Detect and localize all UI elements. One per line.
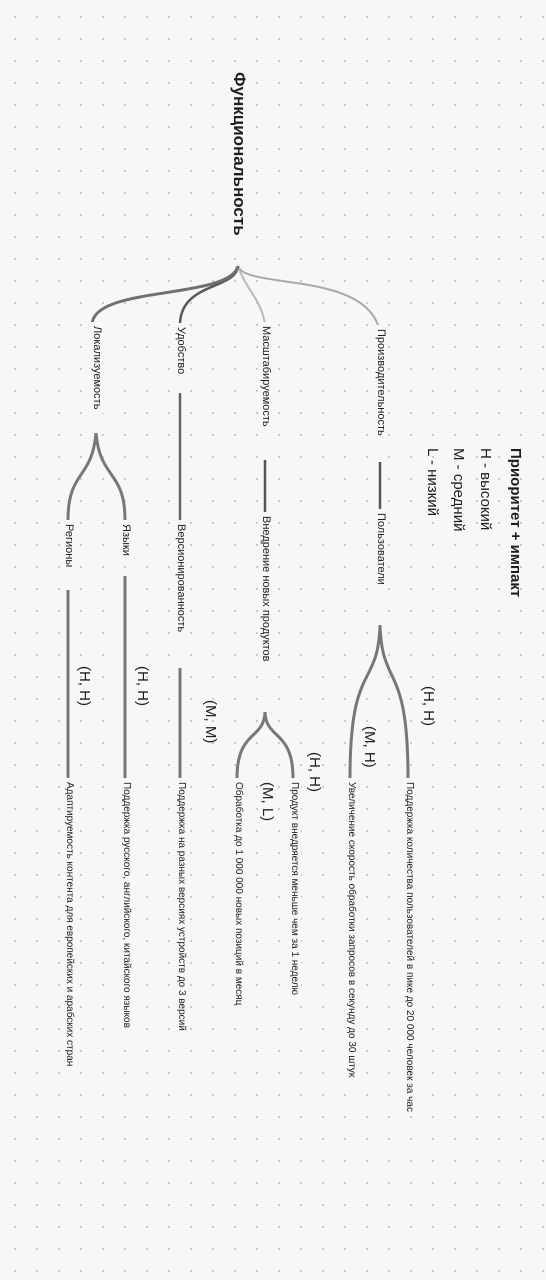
node-regions: Регионы bbox=[61, 520, 76, 572]
priority-users-leaf2: (M, H) bbox=[361, 726, 378, 768]
node-users: Пользователи bbox=[373, 509, 388, 589]
node-performance: Производительность bbox=[373, 325, 388, 440]
connector-localization-languages bbox=[94, 432, 127, 521]
leaf-region-adaptation: Адаптируемость контента для европейских … bbox=[62, 778, 76, 1071]
legend-item-low: L - низкий bbox=[424, 448, 441, 516]
connector-users-leaf2 bbox=[348, 624, 382, 779]
priority-users-leaf1: (H, H) bbox=[420, 686, 437, 726]
legend-item-high: H - высокий bbox=[477, 448, 494, 531]
priority-newproducts-leaf2: (M, L) bbox=[259, 782, 276, 822]
legend-title: Приоритет + импакт bbox=[507, 448, 524, 598]
leaf-peak-users: Поддержка количества пользователей в пик… bbox=[402, 778, 416, 1116]
node-new-products: Внедрение новых продуктов bbox=[258, 512, 273, 666]
connector-root-scalability bbox=[237, 265, 266, 326]
node-localization: Локализуемость bbox=[89, 322, 104, 414]
priority-versioning-leaf: (M, M) bbox=[202, 700, 219, 744]
leaf-device-versions: Поддержка на разных версиях устройств до… bbox=[174, 778, 188, 1035]
node-usability: Удобство bbox=[173, 323, 188, 379]
connector-newproducts-leaf2 bbox=[235, 711, 267, 779]
leaf-language-support: Поддержка русского, английского, китайск… bbox=[119, 778, 133, 1032]
connector-root-localization bbox=[90, 265, 240, 326]
priority-languages-leaf: (H, H) bbox=[134, 666, 151, 706]
leaf-monthly-items: Обработка до 1 000 000 новых позиций в м… bbox=[231, 778, 245, 1010]
connector-users-leaf1 bbox=[378, 624, 410, 779]
priority-newproducts-leaf1: (H, H) bbox=[306, 752, 323, 792]
node-scalability: Масштабируемость bbox=[258, 322, 273, 431]
connector-localization-regions bbox=[66, 432, 98, 521]
node-versioning: Версионированность bbox=[173, 520, 188, 637]
legend-item-medium: M - средний bbox=[450, 448, 467, 532]
node-languages: Языки bbox=[118, 520, 133, 560]
root-node: Функциональность bbox=[229, 66, 250, 242]
leaf-requests-per-second: Увеличение скорость обработки запросов в… bbox=[344, 778, 358, 1082]
connector-root-usability bbox=[178, 265, 240, 326]
priority-regions-leaf: (H, H) bbox=[76, 666, 93, 706]
leaf-product-onboarding: Продукт внедряется меньше чем за 1 недел… bbox=[287, 778, 301, 1000]
connector-newproducts-leaf1 bbox=[263, 711, 295, 779]
connector-root-performance bbox=[237, 265, 381, 334]
